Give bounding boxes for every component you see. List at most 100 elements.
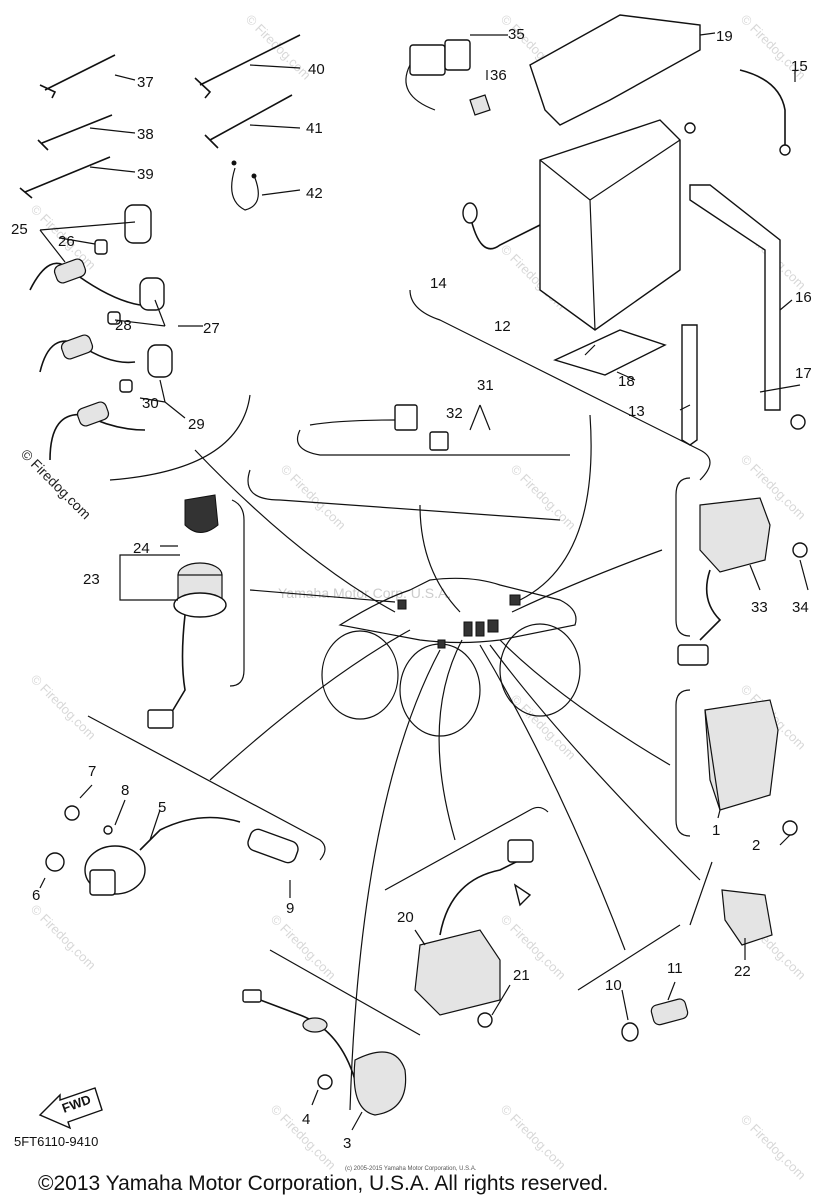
bolt-6 [45,852,65,872]
part-callout-3: 3 [343,1135,351,1152]
relay-31 [394,404,418,431]
terminal [119,379,133,393]
atv-mark [509,594,521,606]
pickup-3 [353,1051,407,1116]
relays [309,34,508,451]
bolt-2 [782,820,798,836]
washer-8 [103,825,113,835]
bolt-17 [790,414,806,430]
pickup-connector [242,989,262,1003]
cdi-bracket [675,689,691,837]
part-callout-17: 17 [795,365,812,382]
callout-leaders [470,34,508,80]
switch-base [173,592,227,618]
part-callout-1: 1 [712,822,720,839]
leader-line [419,504,461,613]
bolt-34 [792,542,808,558]
bolt-21 [477,1012,493,1028]
bolt-7 [64,805,80,821]
cover-22 [721,889,773,946]
callout-leaders [119,545,180,601]
callout-leaders [39,221,491,431]
part-callout-19: 19 [716,28,733,45]
watermark: © Firedog.com [738,1112,809,1183]
cdi-1 [704,699,779,811]
lead-15 [739,69,786,145]
tiny-notice: (c) 2005-2015 Yamaha Motor Corporation, … [345,1166,477,1172]
callout-leaders [311,1089,363,1131]
breather-hose-13 [681,324,698,446]
switch-connector [147,709,174,729]
plug-cap [147,344,173,378]
battery-pad-18 [553,329,667,376]
part-callout-41: 41 [306,120,323,137]
part-callout-5: 5 [158,799,166,816]
cable-tie-38 [37,114,113,151]
regulator-wire [439,859,521,936]
leader-line [194,449,396,613]
part-callout-31: 31 [477,377,494,394]
washer-10 [621,1022,639,1042]
plug-boot [60,334,94,360]
atv-mark [397,599,407,610]
part-callout-42: 42 [306,185,323,202]
part-callout-40: 40 [308,61,325,78]
center-watermark: Yamaha Motor Corp. U.S.A. [278,585,451,601]
part-callout-37: 37 [137,74,154,91]
part-callout-7: 7 [88,763,96,780]
wire-end [231,160,237,166]
part-callout-32: 32 [446,405,463,422]
regulator-connector [507,839,534,863]
part-callout-38: 38 [137,126,154,143]
leader-line [249,589,396,603]
leader-line [489,644,701,881]
bolt-15 [684,122,696,134]
part-callout-39: 39 [137,166,154,183]
watermark: © Firedog.com [498,1102,569,1173]
main-switch-bracket [229,499,245,687]
leader-lines [194,414,701,1111]
unit-33 [699,497,771,573]
relay-group-bracket-upper [296,429,570,456]
part-callout-13: 13 [628,403,645,420]
battery-assembly [462,14,806,446]
watermark: © Firedog.com [28,672,99,743]
key-cap-24 [184,494,219,533]
wire-42 [231,167,259,211]
battery-group-bracket [409,289,711,481]
part-callout-29: 29 [188,416,205,433]
atv-mark [463,621,473,637]
atv-body [338,577,577,644]
regulator [414,839,534,1028]
atv-mark [475,621,485,637]
callout-leaders [584,70,801,411]
callout-leaders [414,929,511,1016]
cable-tie-39 [19,156,111,199]
wire-arrow [513,883,532,907]
lead-14 [469,214,541,250]
part-callout-23: 23 [83,571,100,588]
rectifier-bracket [675,477,691,637]
diagram-code: 5FT6110-9410 [14,1134,98,1149]
holder-36 [469,94,491,116]
watermark: © Firedog.com [508,462,579,533]
part-callout-10: 10 [605,977,622,994]
cover-bracket [689,861,713,926]
plug-boot [76,401,110,427]
callout-leaders [717,809,791,846]
part-callout-30: 30 [142,395,159,412]
part-callout-33: 33 [751,599,768,616]
relay-35 [409,44,446,76]
callout-leaders [749,559,809,591]
atv-front-wheel [321,630,399,720]
part-callout-28: 28 [115,317,132,334]
spark-plug-leads [29,204,491,461]
plug-cap-9 [247,828,299,864]
neutral-switch-bracket [577,924,681,991]
unit-33-wire [699,569,722,641]
atv-mark [437,639,446,649]
regulator-20 [414,929,501,1016]
watermark: © Firedog.com [498,912,569,983]
leader-line [519,414,592,601]
terminal-14 [462,202,478,224]
